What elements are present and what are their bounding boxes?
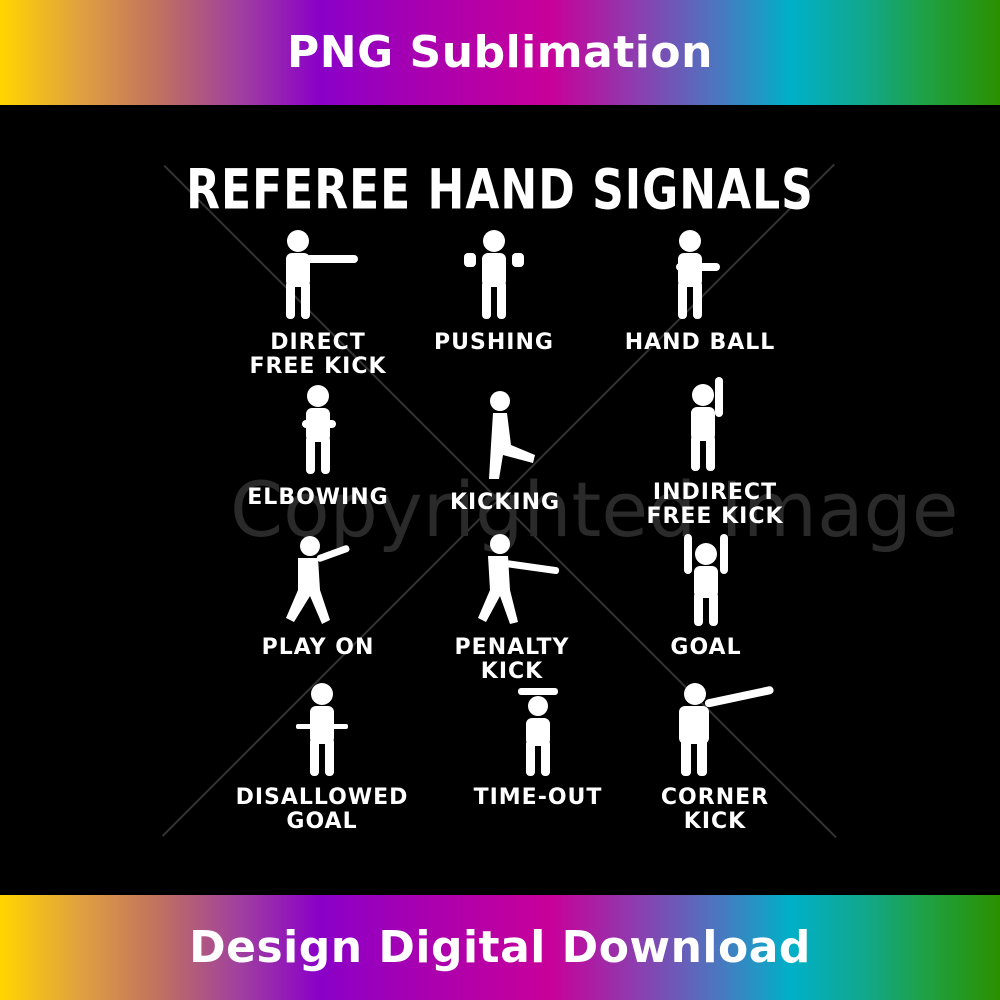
signal-play-on: PLAY ON	[218, 530, 418, 660]
signal-goal: GOAL	[606, 530, 806, 660]
bottom-banner-text: Design Digital Download	[189, 922, 811, 973]
signal-label: TIME-OUT	[473, 785, 603, 810]
signal-label: KICKING	[449, 490, 561, 515]
watermark-text: Copyrighted Image	[230, 465, 959, 554]
poster-artwork: Copyrighted Image REFEREE HAND SIGNALS D…	[0, 105, 1000, 895]
signal-label: DISALLOWED GOAL	[235, 785, 409, 834]
referee-arm-side-icon	[286, 230, 358, 319]
bottom-banner: Design Digital Download	[0, 895, 1000, 1000]
signal-kicking: KICKING	[405, 385, 605, 515]
signal-indirect-free-kick: INDIRECT FREE KICK	[615, 375, 815, 529]
referee-arms-up-icon	[684, 534, 728, 626]
signal-time-out: TIME-OUT	[438, 680, 638, 810]
referee-kicking-icon	[489, 391, 535, 479]
signal-hand-ball: HAND BALL	[600, 225, 800, 355]
signal-label: ELBOWING	[247, 485, 389, 510]
referee-pointing-icon	[478, 534, 560, 624]
top-banner-text: PNG Sublimation	[287, 27, 713, 78]
referee-arm-across-icon	[676, 230, 720, 319]
signal-disallowed-goal: DISALLOWED GOAL	[222, 680, 422, 834]
signal-pushing: PUSHING	[394, 225, 594, 355]
signal-corner-kick: CORNER KICK	[615, 680, 815, 834]
signal-label: HAND BALL	[624, 330, 776, 355]
referee-arm-up-icon	[691, 377, 723, 471]
signal-elbowing: ELBOWING	[218, 380, 418, 510]
referee-arms-crossed-icon	[296, 683, 348, 776]
signal-label: PENALTY KICK	[454, 635, 570, 684]
referee-hands-on-head-icon	[518, 688, 558, 776]
referee-play-on-icon	[286, 536, 350, 624]
signal-direct-free-kick: DIRECT FREE KICK	[218, 225, 418, 379]
referee-hands-up-icon	[464, 230, 524, 319]
signal-penalty-kick: PENALTY KICK	[412, 530, 612, 684]
signal-label: PUSHING	[434, 330, 554, 355]
signal-label: DIRECT FREE KICK	[249, 330, 387, 379]
signal-label: INDIRECT FREE KICK	[646, 480, 784, 529]
signal-label: CORNER KICK	[660, 785, 770, 834]
poster-title: REFEREE HAND SIGNALS	[186, 158, 814, 223]
top-banner: PNG Sublimation	[0, 0, 1000, 105]
signal-label: PLAY ON	[261, 635, 375, 660]
referee-elbow-icon	[302, 385, 336, 474]
signal-label: GOAL	[670, 635, 742, 660]
referee-arm-raised-side-icon	[679, 683, 774, 776]
